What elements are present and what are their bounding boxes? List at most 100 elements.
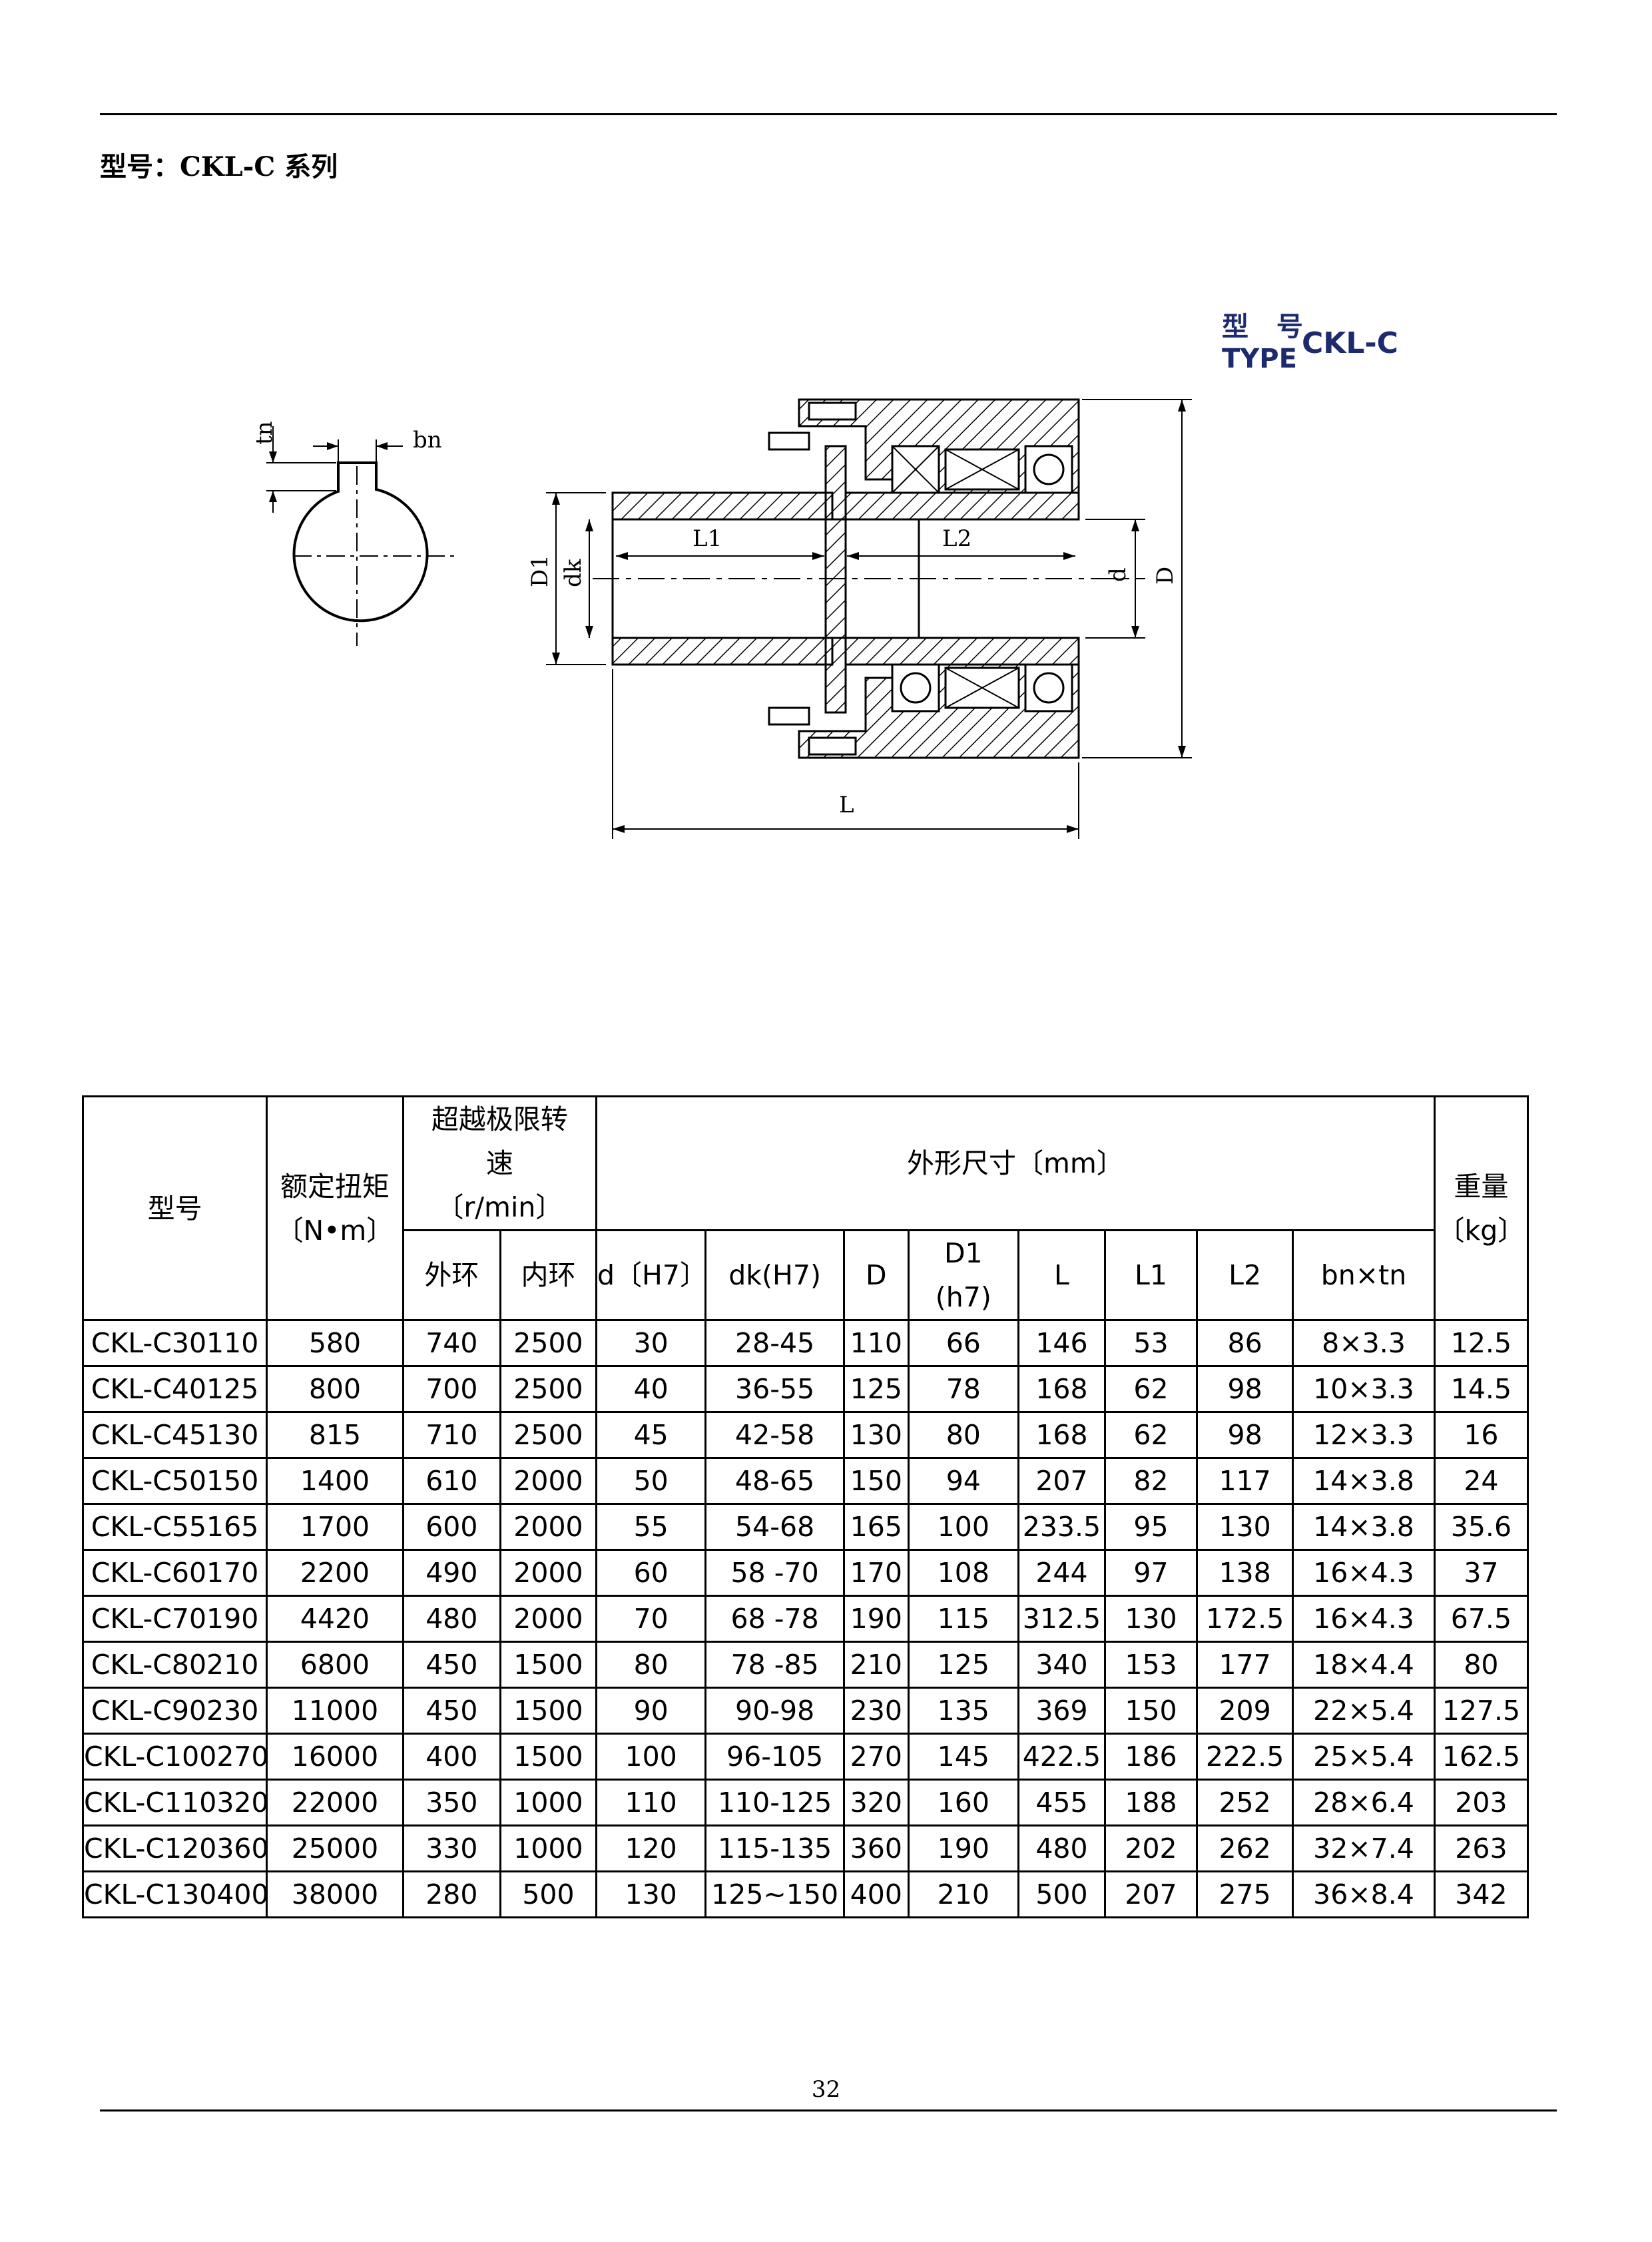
table-cell: 62 (1103, 1411, 1199, 1459)
table-cell: 66 (907, 1319, 1019, 1367)
table-cell: 36-55 (704, 1365, 845, 1413)
table-cell: 2000 (499, 1595, 598, 1643)
table-cell: 58 -70 (704, 1549, 845, 1597)
table-cell: 82 (1103, 1457, 1199, 1505)
table-cell: 202 (1103, 1824, 1199, 1872)
table-cell: 210 (842, 1641, 910, 1689)
table-cell: 98 (1196, 1365, 1294, 1413)
table-cell: 127.5 (1433, 1687, 1529, 1735)
table-cell: 80 (595, 1641, 707, 1689)
col-header-weight: 重量 〔kg〕 (1433, 1095, 1529, 1321)
table-cell: 342 (1433, 1870, 1529, 1918)
table-cell: 138 (1196, 1549, 1294, 1597)
table-cell: 500 (1017, 1870, 1106, 1918)
table-cell: 150 (842, 1457, 910, 1505)
table-cell: 815 (266, 1411, 404, 1459)
type-label-model: CKL-C (1302, 326, 1398, 360)
table-cell: 490 (402, 1549, 501, 1597)
table-cell: 35.6 (1433, 1503, 1529, 1551)
table-cell: 11000 (266, 1687, 404, 1735)
table-cell: 162.5 (1433, 1733, 1529, 1781)
table-cell: 710 (402, 1411, 501, 1459)
table-cell: 600 (402, 1503, 501, 1551)
table-cell: CKL-C45130 (81, 1411, 268, 1459)
table-cell: 130 (1196, 1503, 1294, 1551)
table-cell: 86 (1196, 1319, 1294, 1367)
table-cell: 610 (402, 1457, 501, 1505)
D-label: D (1152, 567, 1179, 585)
d-label: d (1105, 567, 1131, 582)
table-cell: 230 (842, 1687, 910, 1735)
table-cell: 28-45 (704, 1319, 845, 1367)
clutch-section-drawing: D1 dk L1 L2 d D L (527, 398, 1192, 839)
table-cell: 42-58 (704, 1411, 845, 1459)
table-cell: 80 (1433, 1641, 1529, 1689)
table-cell: 2500 (499, 1319, 598, 1367)
table-cell: 37 (1433, 1549, 1529, 1597)
table-cell: 207 (1103, 1870, 1199, 1918)
table-cell: 1500 (499, 1733, 598, 1781)
bottom-rule (100, 2109, 1557, 2111)
table-cell: 60 (595, 1549, 707, 1597)
table-cell: 172.5 (1196, 1595, 1294, 1643)
table-cell: 8×3.3 (1292, 1319, 1436, 1367)
table-cell: 98 (1196, 1411, 1294, 1459)
table-cell: 222.5 (1196, 1733, 1294, 1781)
table-cell: 125 (842, 1365, 910, 1413)
table-cell: 1500 (499, 1641, 598, 1689)
table-cell: 90-98 (704, 1687, 845, 1735)
table-cell: 95 (1103, 1503, 1199, 1551)
table-cell: 100 (907, 1503, 1019, 1551)
table-cell: CKL-C70190 (81, 1595, 268, 1643)
table-cell: CKL-C55165 (81, 1503, 268, 1551)
bn-label: bn (413, 427, 442, 453)
col-header-dimensions: 外形尺寸〔mm〕 (595, 1095, 1436, 1231)
table-cell: 320 (842, 1779, 910, 1826)
table-cell: 1000 (499, 1824, 598, 1872)
table-cell: 455 (1017, 1779, 1106, 1826)
table-cell: 480 (402, 1595, 501, 1643)
table-cell: 210 (907, 1870, 1019, 1918)
table-cell: 153 (1103, 1641, 1199, 1689)
table-cell: 110 (595, 1779, 707, 1826)
table-cell: 115-135 (704, 1824, 845, 1872)
table-cell: CKL-C80210 (81, 1641, 268, 1689)
table-cell: 188 (1103, 1779, 1199, 1826)
table-cell: 203 (1433, 1779, 1529, 1826)
tn-label: tn (251, 421, 278, 445)
table-cell: 25000 (266, 1824, 404, 1872)
table-cell: 450 (402, 1687, 501, 1735)
table-cell: 800 (266, 1365, 404, 1413)
table-cell: 16 (1433, 1411, 1529, 1459)
table-cell: 350 (402, 1779, 501, 1826)
keyway-section-drawing: tn bn (251, 421, 459, 646)
table-cell: 54-68 (704, 1503, 845, 1551)
table-cell: 340 (1017, 1641, 1106, 1689)
table-cell: 53 (1103, 1319, 1199, 1367)
table-cell: 4420 (266, 1595, 404, 1643)
table-cell: 2500 (499, 1365, 598, 1413)
L2-label: L2 (942, 525, 971, 552)
col-header-rated-torque: 额定扭矩 〔N•m〕 (266, 1095, 404, 1321)
table-cell: 146 (1017, 1319, 1106, 1367)
table-cell: 36×8.4 (1292, 1870, 1436, 1918)
table-cell: 22×5.4 (1292, 1687, 1436, 1735)
table-cell: 62 (1103, 1365, 1199, 1413)
table-cell: 233.5 (1017, 1503, 1106, 1551)
table-cell: 360 (842, 1824, 910, 1872)
table-cell: 275 (1196, 1870, 1294, 1918)
table-cell: 190 (842, 1595, 910, 1643)
table-cell: 252 (1196, 1779, 1294, 1826)
L-label: L (839, 792, 854, 818)
table-cell: 2000 (499, 1457, 598, 1505)
table-cell: CKL-C130400 (81, 1870, 268, 1918)
table-cell: 422.5 (1017, 1733, 1106, 1781)
table-cell: CKL-C30110 (81, 1319, 268, 1367)
